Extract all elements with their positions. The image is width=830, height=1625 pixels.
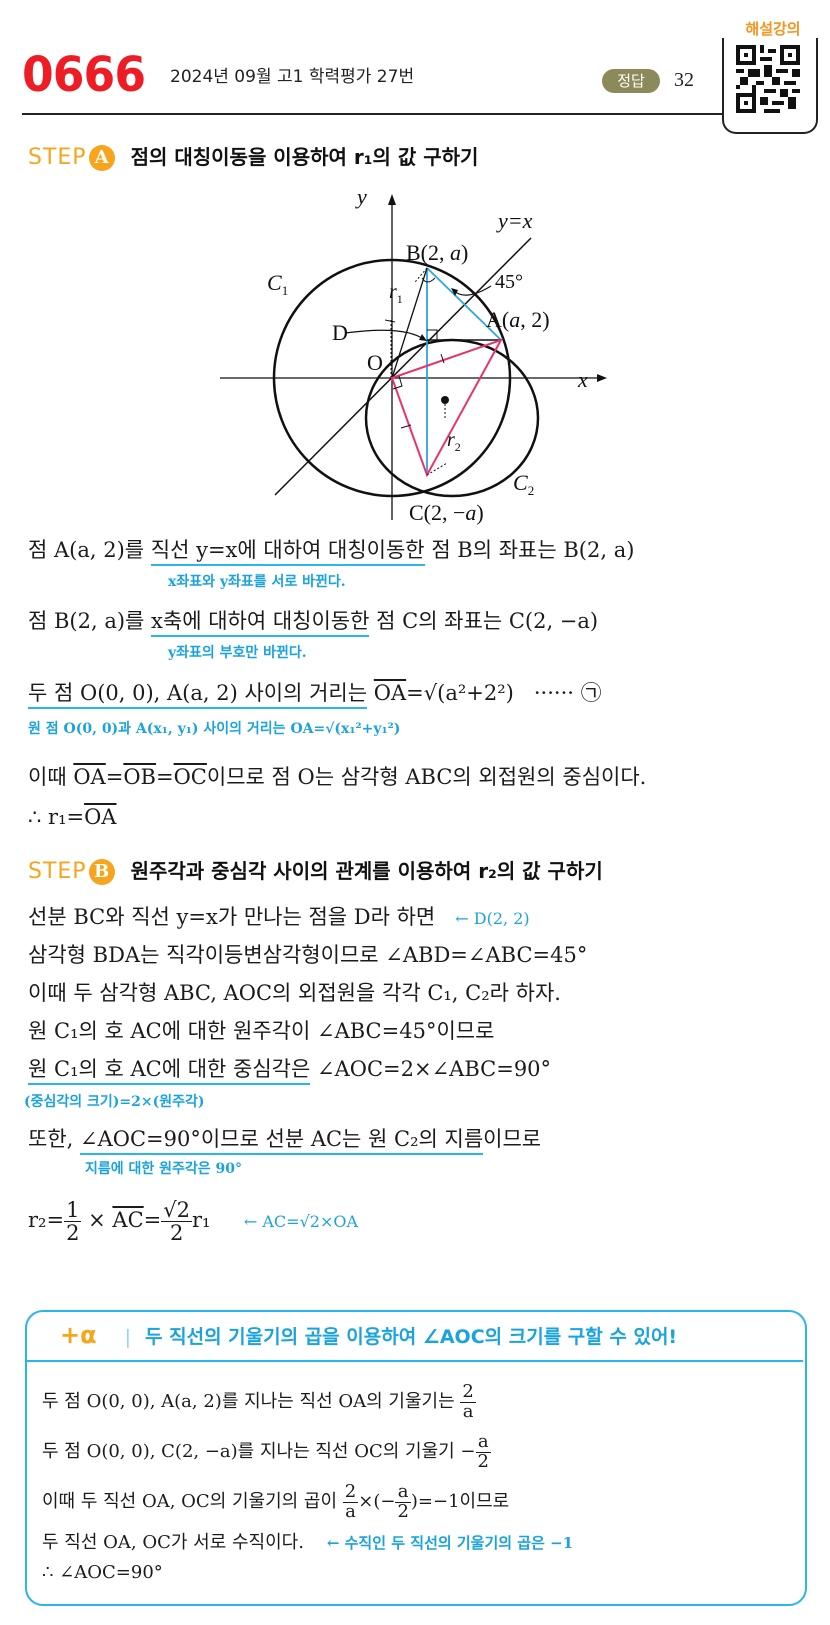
- step-a-title: 점의 대칭이동을 이용하여 r₁의 값 구하기: [130, 145, 479, 169]
- step-a-line-1: 점 A(a, 2)를 직선 y=x에 대하여 대칭이동한 점 B의 좌표는 B(…: [28, 535, 634, 566]
- qr-code-icon[interactable]: [736, 44, 800, 114]
- tip-note-perpendicular: ← 수직인 두 직선의 기울기의 곱은 −1: [326, 1534, 574, 1552]
- radius-r1: [391, 267, 428, 379]
- plus-alpha-icon: +α: [60, 1321, 97, 1349]
- step-b-note-6: 지름에 대한 원주각은 90°: [85, 1161, 243, 1177]
- step-a-letter-icon: A: [88, 145, 115, 171]
- label-x-axis: x: [577, 367, 588, 392]
- label-angle-45: 45°: [495, 271, 523, 293]
- header-divider: [22, 113, 722, 115]
- step-b-line-4: 원 C₁의 호 AC에 대한 원주각이 ∠ABC=45°이므로: [28, 1019, 495, 1043]
- label-point-a: A(a, 2): [486, 307, 550, 332]
- step-a-line-4: 이때 OA=OB=OC이므로 점 O는 삼각형 ABC의 외접원의 중심이다.: [28, 765, 647, 789]
- step-a-conclusion: ∴ r₁=OA: [28, 805, 117, 829]
- tip-line-4: 두 직선 OA, OC가 서로 수직이다. ← 수직인 두 직선의 기울기의 곱…: [42, 1532, 574, 1553]
- step-a-line-3: 두 점 O(0, 0), A(a, 2) 사이의 거리는 OA=√(a²+2²)…: [28, 678, 602, 709]
- answer-badge: 정답: [602, 69, 660, 93]
- step-b-line-2: 삼각형 BDA는 직각이등변삼각형이므로 ∠ABD=∠ABC=45°: [28, 943, 588, 967]
- tip-title: 두 직선의 기울기의 곱을 이용하여 ∠AOC의 크기를 구할 수 있어!: [145, 1326, 678, 1348]
- step-b-note-d: ← D(2, 2): [455, 909, 530, 928]
- label-c1: C1: [267, 270, 288, 298]
- step-b-line-5: 원 C₁의 호 AC에 대한 중심각은 ∠AOC=2×∠ABC=90°: [28, 1054, 551, 1085]
- problem-source: 2024년 09월 고1 학력평가 27번: [170, 67, 415, 87]
- label-y-axis: y: [355, 184, 367, 209]
- step-b-note-5: (중심각의 크기)=2×(원주각): [24, 1094, 205, 1110]
- geometry-diagram: y x y=x B(2, a) A(a, 2) C(2, −a) O D C1 …: [220, 184, 607, 525]
- tip-box: [25, 1310, 807, 1606]
- tip-header: +α|두 직선의 기울기의 곱을 이용하여 ∠AOC의 크기를 구할 수 있어!: [60, 1321, 678, 1349]
- label-point-b: B(2, a): [406, 240, 468, 265]
- problem-number: 0666: [22, 47, 146, 103]
- label-c2: C2: [513, 470, 534, 498]
- label-point-o: O: [367, 350, 383, 375]
- answer-value: 32: [674, 69, 694, 91]
- step-b-line-6: 또한, ∠AOC=90°이므로 선분 AC는 원 C₂의 지름이므로: [28, 1124, 541, 1155]
- step-a-line-2: 점 B(2, a)를 x축에 대하여 대칭이동한 점 C의 좌표는 C(2, −…: [28, 606, 598, 637]
- label-r2: r2: [447, 429, 461, 454]
- tip-conclusion: ∴ ∠AOC=90°: [42, 1562, 163, 1583]
- step-a-note-3: 원 점 O(0, 0)과 A(x₁, y₁) 사이의 거리는 OA=√(x₁²+…: [28, 721, 401, 737]
- tip-line-2: 두 점 O(0, 0), C(2, −a)를 지나는 직선 OC의 기울기 −a…: [42, 1430, 491, 1472]
- step-a-tag: STEP: [28, 145, 87, 170]
- circle-c1: [272, 258, 512, 498]
- step-b-letter-icon: B: [88, 859, 115, 885]
- step-b-line-1: 선분 BC와 직선 y=x가 만나는 점을 D라 하면 ← D(2, 2): [28, 905, 530, 929]
- right-angle-mark-d: [427, 329, 438, 340]
- step-b-title: 원주각과 중심각 사이의 관계를 이용하여 r₂의 값 구하기: [130, 859, 603, 883]
- label-y-eq-x: y=x: [496, 208, 533, 233]
- line-y-equals-x: [274, 237, 532, 496]
- center-c2: [441, 396, 449, 404]
- qr-label: 해설강의: [745, 20, 801, 38]
- right-angle-mark-o: [392, 375, 403, 390]
- step-b-note-ac: ← AC=√2×OA: [243, 1212, 359, 1231]
- step-b-tag: STEP: [28, 859, 87, 884]
- segment-ba: [426, 267, 502, 341]
- label-r1: r1: [389, 281, 403, 306]
- tip-divider: [26, 1360, 803, 1362]
- y-axis-arrow-icon: [388, 194, 396, 205]
- label-point-c: C(2, −a): [409, 500, 484, 525]
- label-point-d: D: [332, 320, 348, 345]
- step-a-note-2: y좌표의 부호만 바뀐다.: [168, 645, 307, 661]
- x-axis-arrow-icon: [597, 374, 607, 382]
- step-b-line-3: 이때 두 삼각형 ABC, AOC의 외접원을 각각 C₁, C₂라 하자.: [28, 981, 561, 1005]
- step-a-note-1: x좌표와 y좌표를 서로 바뀐다.: [168, 574, 346, 590]
- triangle-aoc: [390, 338, 504, 478]
